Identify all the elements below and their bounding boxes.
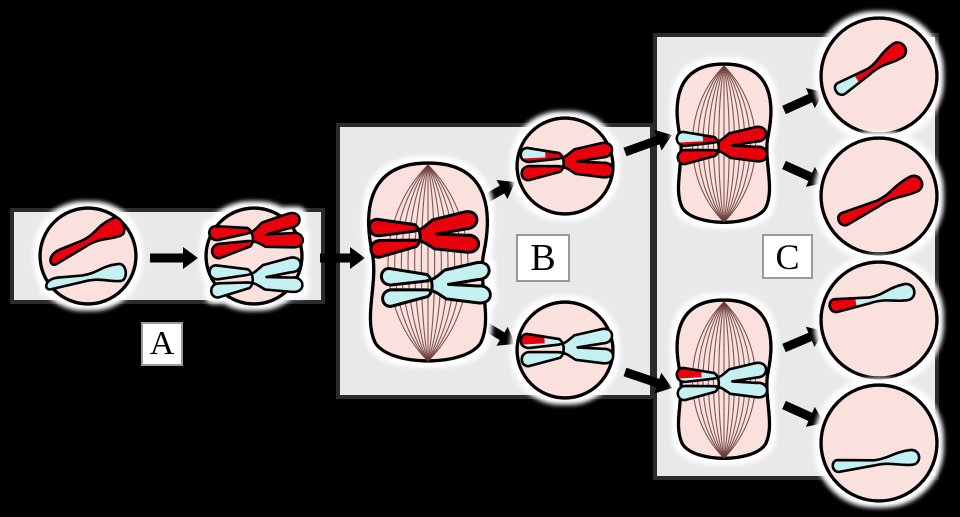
gamete-1	[819, 16, 939, 136]
cell-a2-replicated	[204, 206, 305, 306]
cell-c1-meiosis-II-top	[675, 62, 773, 224]
panel-label-b: B	[516, 234, 570, 282]
arrow-c2-to-gamete4	[782, 400, 825, 427]
arrow-c1-to-gamete2	[782, 160, 825, 187]
gamete-4	[819, 383, 939, 503]
arrow-b3-to-c2	[623, 367, 672, 394]
cell-c2-meiosis-II-bottom	[675, 298, 773, 460]
panel-label-a: A	[141, 322, 183, 366]
arrow-c2-to-gamete3	[782, 326, 824, 353]
cell-b3-daughter-bottom	[515, 300, 615, 400]
gamete-2	[819, 136, 939, 256]
arrow-b2-to-c1	[623, 129, 672, 157]
arrow-a1-to-a2	[150, 247, 198, 269]
cell-b2-daughter-top	[515, 116, 615, 216]
cell-a1-interphase	[38, 206, 138, 306]
cell-b1-meiosis-I	[366, 161, 492, 363]
arrow-c1-to-gamete1	[782, 88, 825, 115]
panel-label-c: C	[762, 234, 813, 279]
gamete-3	[819, 260, 939, 380]
arrow-a2-to-b1	[320, 247, 365, 269]
